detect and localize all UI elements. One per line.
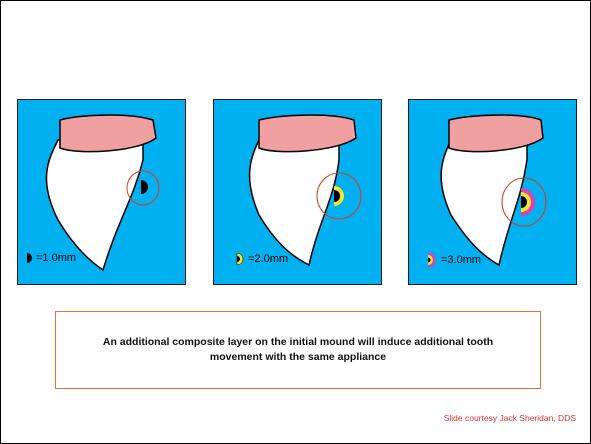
caption-box: An additional composite layer on the ini… bbox=[55, 311, 541, 389]
diagram-panel-3mm: =3.0mm bbox=[408, 99, 577, 285]
tooth-crown bbox=[441, 140, 527, 265]
legend-label: =2.0mm bbox=[248, 253, 288, 265]
diagram-panel-2mm: =2.0mm bbox=[213, 99, 382, 285]
composite-mound-1mm bbox=[141, 180, 148, 194]
slide-credit: Slide courtesy Jack Sheridan, DDS bbox=[444, 413, 576, 423]
legend-label: =3.0mm bbox=[441, 254, 481, 266]
legend-label: =1.0mm bbox=[36, 252, 76, 264]
composite-symbol-icon bbox=[425, 252, 439, 268]
legend-1mm: =1.0mm bbox=[24, 252, 76, 264]
caption-text: An additional composite layer on the ini… bbox=[86, 335, 510, 365]
gum-tissue bbox=[449, 115, 543, 152]
gum-tissue bbox=[259, 115, 356, 152]
tooth-crown bbox=[46, 140, 143, 270]
legend-3mm: =3.0mm bbox=[425, 252, 481, 268]
legend-2mm: =2.0mm bbox=[234, 252, 288, 266]
composite-symbol-icon bbox=[24, 252, 34, 264]
tooth-crown bbox=[250, 140, 339, 265]
composite-symbol-icon bbox=[234, 252, 246, 266]
diagram-panel-1mm: =1.0mm bbox=[17, 99, 186, 285]
